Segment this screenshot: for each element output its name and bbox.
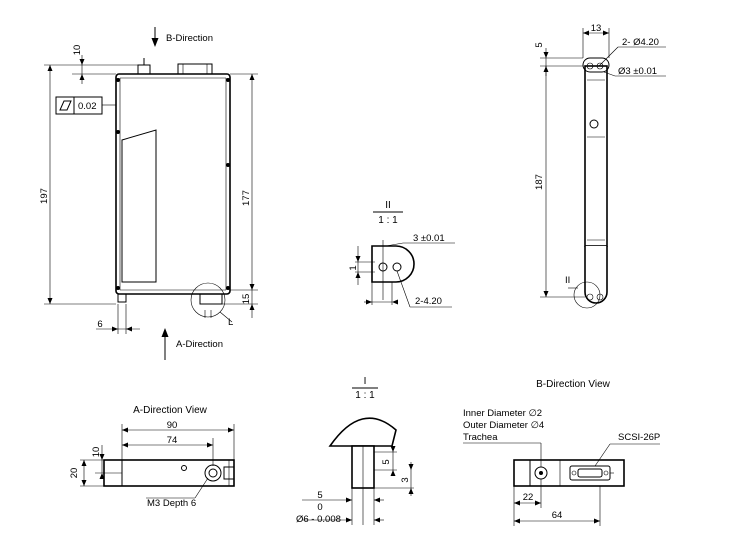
side-view	[540, 28, 666, 309]
detail-i-head	[328, 417, 397, 447]
b-view-title: B-Direction View	[536, 379, 611, 390]
dim-phi3: Ø3 ±0.01	[618, 66, 657, 77]
detail-i-dim-5b: 5	[317, 490, 322, 501]
detail-ii-scale: 1 : 1	[378, 215, 398, 226]
a-view-dim-10: 10	[91, 447, 102, 458]
a-direction-label: A-Direction	[176, 339, 223, 350]
dim-15: 15	[241, 294, 252, 305]
dim-13: 13	[591, 23, 602, 34]
b-view-dim-22: 22	[523, 492, 534, 503]
main-front-view	[44, 27, 258, 360]
a-view-dim-74: 74	[167, 435, 178, 446]
a-direction-view	[80, 424, 235, 499]
dim-2-phi420: 2- Ø4.20	[622, 37, 659, 48]
inner-diameter-label: Inner Diameter ∅2	[463, 408, 542, 419]
m3-depth-label: M3 Depth 6	[147, 498, 196, 509]
window-panel	[121, 129, 157, 283]
dim-6: 6	[97, 319, 102, 330]
dim-187: 187	[534, 174, 545, 190]
b-direction-arrow-icon	[151, 38, 159, 47]
dim-197: 197	[39, 188, 50, 204]
a-view-body	[103, 459, 235, 487]
detail-circle-ii	[573, 281, 601, 309]
b-view-body	[513, 459, 625, 487]
top-fitting	[137, 64, 151, 75]
detail-i-view	[302, 387, 414, 525]
detail-i-dim-phi6: Ø6 - 0.008	[296, 514, 341, 525]
outer-diameter-label: Outer Diameter ∅4	[463, 420, 544, 431]
flatness-frame	[55, 96, 103, 115]
detail-ii-title: II	[385, 200, 391, 211]
b-view-dim-64: 64	[552, 510, 563, 521]
flatness-symbol-icon	[59, 100, 72, 111]
dim-10-top: 10	[72, 45, 83, 56]
a-direction-arrow-icon	[161, 328, 169, 337]
a-view-dim-90: 90	[167, 420, 178, 431]
detail-i-scale: 1 : 1	[355, 390, 375, 401]
detail-i-dim-0: 0	[317, 502, 322, 513]
flatness-value: 0.02	[78, 101, 97, 112]
callout-l: L	[228, 317, 233, 328]
detail-ii-view	[355, 211, 455, 308]
detail-i-dim-5a: 5	[381, 459, 392, 464]
b-direction-view	[463, 442, 660, 526]
detail-ii-part	[371, 245, 415, 283]
callout-ii: II	[565, 275, 570, 286]
detail-circle-i	[190, 282, 226, 318]
detail-i-dim-3: 3	[400, 477, 411, 482]
trachea-label: Trachea	[463, 432, 498, 443]
housing-outline	[115, 73, 231, 295]
detail-ii-dim-3: 3 ±0.01	[413, 233, 445, 244]
a-view-title: A-Direction View	[133, 405, 208, 416]
side-bar-outline	[584, 65, 608, 247]
dim-5-side: 5	[534, 42, 545, 47]
a-view-dim-20: 20	[69, 468, 80, 479]
scsi-connector-label: SCSI-26P	[618, 432, 660, 443]
detail-ii-dim-1: 1	[348, 265, 359, 270]
dim-177: 177	[241, 190, 252, 206]
detail-ii-dim-2-420: 2-4.20	[415, 296, 442, 307]
b-direction-label: B-Direction	[166, 33, 213, 44]
detail-i-title: I	[364, 376, 367, 387]
